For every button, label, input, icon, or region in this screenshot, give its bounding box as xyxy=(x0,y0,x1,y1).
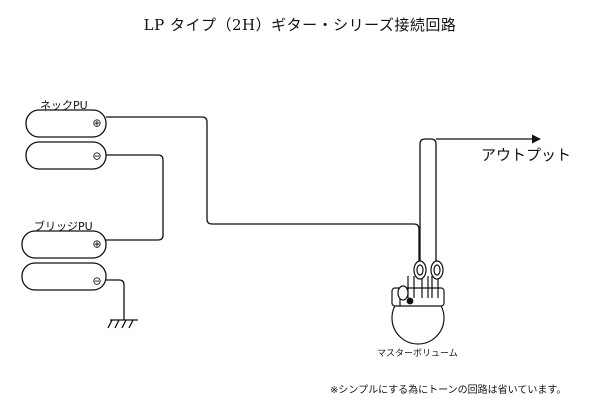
bridge-pickup-coil-lower xyxy=(21,262,107,291)
neck-pickup-coil-upper xyxy=(25,109,107,138)
ground-wire xyxy=(106,279,125,320)
master-volume-label: マスターボリューム xyxy=(377,349,458,359)
neck-minus-terminal: ⊖ xyxy=(92,150,101,163)
bridge-plus-terminal: ⊕ xyxy=(92,238,101,251)
volume-pot xyxy=(391,260,445,345)
footnote: ※シンプルにする為にトーンの回路は省いています。 xyxy=(330,385,567,396)
neck-hot-wire xyxy=(106,116,420,265)
output-jumper-wire xyxy=(419,138,437,265)
neck-plus-terminal: ⊕ xyxy=(92,117,101,130)
bridge-pickup-label: ブリッジPU xyxy=(34,220,93,233)
solder-point xyxy=(406,297,414,305)
bridge-pickup-coil-upper xyxy=(21,230,107,259)
bridge-minus-terminal: ⊖ xyxy=(92,275,101,288)
neck-pickup-label: ネックPU xyxy=(40,99,88,112)
bridge-pickup xyxy=(21,230,107,291)
output-label: アウトプット xyxy=(481,146,572,164)
diagram-title: LP タイプ（2H）ギター・シリーズ接続回路 xyxy=(143,16,457,34)
series-link-wire xyxy=(106,154,164,241)
volume-ground-lug xyxy=(397,285,409,301)
ground-icon xyxy=(107,319,138,329)
